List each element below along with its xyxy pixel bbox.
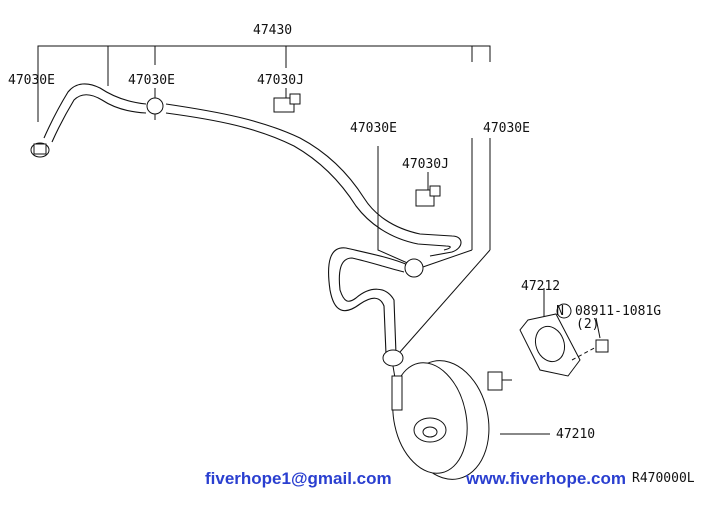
- clamp-mid: [146, 97, 164, 120]
- label-clamp-mid: 47030E: [128, 73, 175, 88]
- label-clamp-right: 47030E: [483, 121, 530, 136]
- watermark-email: fiverhope1@gmail.com: [205, 469, 392, 488]
- clip-center: [415, 185, 441, 207]
- label-gasket: 47212: [521, 279, 560, 294]
- label-booster: 47210: [556, 427, 595, 442]
- watermark-website: www.fiverhope.com: [465, 469, 626, 488]
- clamp-center: [404, 258, 424, 278]
- label-clip-center: 47030J: [402, 157, 449, 172]
- label-hose-assembly: 47430: [253, 23, 292, 38]
- label-clamp-center: 47030E: [350, 121, 397, 136]
- label-clip-top: 47030J: [257, 73, 304, 88]
- brake-booster: [391, 360, 512, 480]
- clamp-left: [30, 142, 50, 158]
- nut: [556, 303, 609, 353]
- label-nut-qty: (2): [576, 317, 599, 332]
- vacuum-hose: [43, 83, 462, 355]
- label-clamp-left: 47030E: [8, 73, 55, 88]
- label-nut-symbol: N: [556, 304, 564, 319]
- clamp-right: [382, 349, 404, 379]
- leader-lines: [37, 45, 601, 435]
- label-ref-code: R470000L: [632, 471, 695, 486]
- gasket: [519, 313, 599, 377]
- clip-top: [273, 93, 301, 113]
- label-nut-part: 08911-1081G: [575, 304, 661, 319]
